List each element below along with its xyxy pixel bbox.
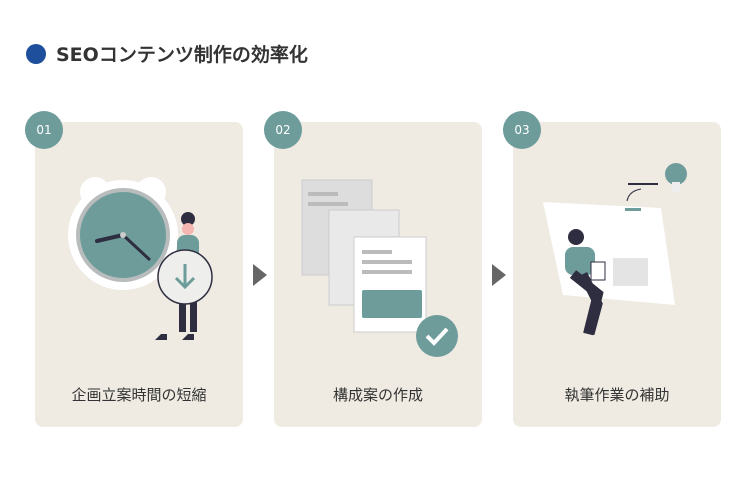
step-label: 執筆作業の補助 — [564, 386, 670, 404]
step-card-3: 03 執筆作業の補助 — [503, 111, 721, 427]
step-number-badge: 01 — [25, 111, 63, 149]
section-title: SEOコンテンツ制作の効率化 — [26, 40, 308, 67]
clock-download-illustration — [68, 177, 213, 340]
step-number-badge: 03 — [503, 111, 541, 149]
writing-idea-illustration — [543, 163, 687, 336]
title-bullet-icon — [26, 43, 46, 64]
page-title: SEOコンテンツ制作の効率化 — [56, 44, 308, 66]
documents-check-illustration — [301, 179, 458, 357]
step-label: 構成案の作成 — [332, 386, 423, 404]
step-label: 企画立案時間の短縮 — [71, 386, 207, 404]
next-arrow-icon — [492, 264, 506, 286]
step-card-2: 02 構成案の作成 — [264, 111, 482, 427]
step-card-1: 01 企画立案時間の短縮 — [25, 111, 243, 427]
step-number-badge: 02 — [264, 111, 302, 149]
next-arrow-icon — [253, 264, 267, 286]
